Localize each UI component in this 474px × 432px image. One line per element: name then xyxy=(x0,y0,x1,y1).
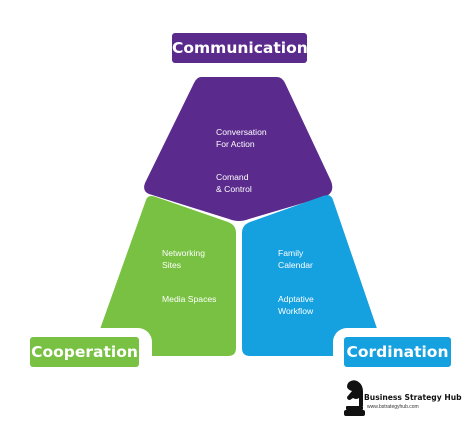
item-comand-control: Comand & Control xyxy=(216,172,252,194)
coordination-segment xyxy=(242,195,384,356)
item-conversation-for-action: Conversation For Action xyxy=(216,127,267,149)
item-media-spaces: Media Spaces xyxy=(162,294,217,304)
cordination-label: Cordination xyxy=(344,337,451,367)
item-adptative-workflow: Adptative Workflow xyxy=(278,294,314,316)
item-family-calendar: Family Calendar xyxy=(278,248,313,270)
communication-label: Communication xyxy=(172,33,308,63)
communication-segment xyxy=(144,77,333,221)
cooperation-segment xyxy=(92,196,236,356)
knight-chess-piece-icon xyxy=(344,380,365,416)
item-networking-sites: Networking Sites xyxy=(162,248,205,270)
brand-logo: Business Strategy Hub www.bstrategyhub.c… xyxy=(343,378,468,418)
brand-name: Business Strategy Hub xyxy=(364,393,462,402)
brand-url: www.bstrategyhub.com xyxy=(367,404,419,410)
cooperation-label: Cooperation xyxy=(30,337,139,367)
